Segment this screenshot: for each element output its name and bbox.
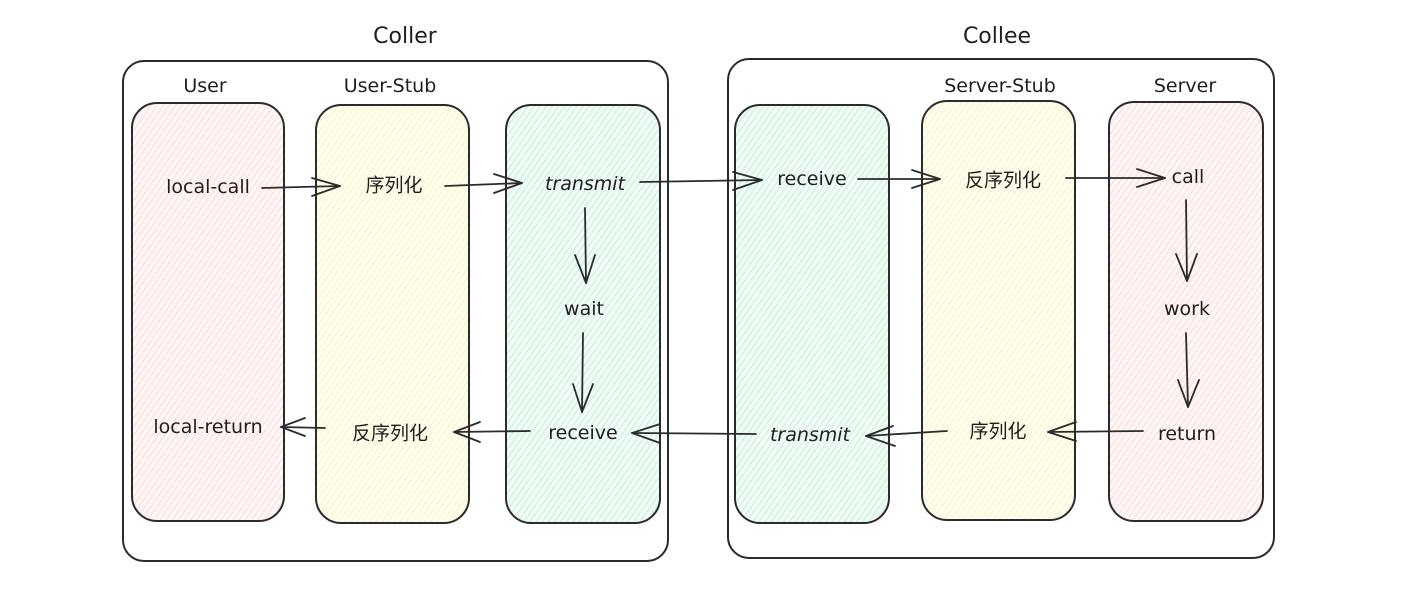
- node-transmit-out: transmit: [544, 173, 626, 195]
- caller-group-box: [122, 60, 669, 562]
- node-transmit-back: transmit: [769, 424, 851, 446]
- lane-user: [131, 102, 285, 522]
- arrow-receive-to-deserialize: [857, 169, 941, 189]
- arrow-local-call-to-serialize: [261, 177, 341, 197]
- node-return: return: [1157, 423, 1217, 445]
- callee-group-box: [727, 58, 1275, 559]
- node-call: call: [1171, 166, 1205, 188]
- arrow-receive-to-deserialize-back: [453, 421, 531, 443]
- arrow-transmit-to-wait: [574, 207, 596, 284]
- lane-label-server-stub: Server-Stub: [944, 75, 1056, 97]
- node-receive-back: receive: [548, 422, 618, 444]
- caller-group-label: Coller: [373, 24, 437, 49]
- node-local-return: local-return: [153, 416, 263, 438]
- node-serialize-back: 序列化: [969, 420, 1027, 443]
- arrow-deserialize-to-local-return: [280, 417, 326, 437]
- arrow-work-to-return: [1177, 332, 1200, 408]
- arrow-transmit-to-receive-back: [631, 423, 757, 444]
- node-work: work: [1164, 298, 1210, 320]
- lane-server-stub: [921, 100, 1076, 521]
- node-serialize-out: 序列化: [365, 174, 423, 197]
- arrow-call-to-work: [1175, 199, 1198, 282]
- lane-caller-network: [505, 104, 661, 524]
- lane-label-user-stub: User-Stub: [343, 75, 437, 97]
- arrow-transmit-to-receive: [639, 171, 763, 191]
- lane-server: [1108, 101, 1264, 522]
- node-deserialize-in: 反序列化: [964, 169, 1042, 192]
- arrow-serialize-to-transmit: [444, 173, 523, 194]
- arrow-deserialize-to-call: [1065, 168, 1166, 188]
- node-local-call: local-call: [166, 176, 250, 198]
- lane-user-stub: [315, 104, 470, 524]
- arrow-wait-to-receive: [572, 332, 594, 413]
- lane-callee-network: [734, 104, 890, 524]
- arrow-return-to-serialize: [1047, 421, 1144, 442]
- node-receive-in: receive: [777, 168, 847, 190]
- node-wait: wait: [564, 298, 604, 320]
- lane-label-user: User: [183, 75, 227, 97]
- node-deserialize-back: 反序列化: [351, 422, 429, 445]
- lane-label-server: Server: [1153, 75, 1217, 97]
- callee-group-label: Collee: [962, 24, 1032, 49]
- arrow-serialize-to-transmit-back: [865, 425, 948, 447]
